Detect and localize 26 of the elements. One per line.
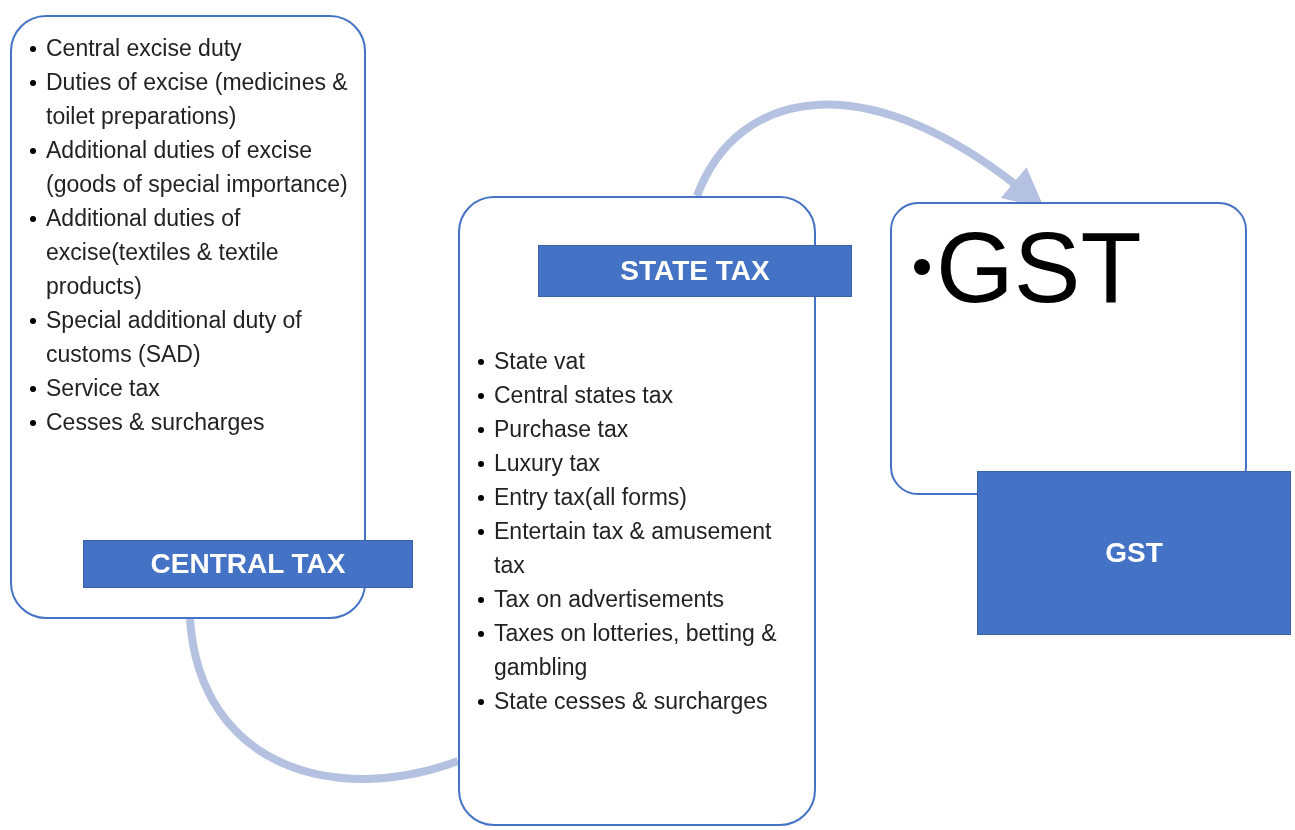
- list-item: Luxury tax: [494, 449, 601, 478]
- list-item: Central states tax: [494, 381, 673, 410]
- title-bar: [83, 540, 413, 588]
- list-item: Entry tax(all forms): [494, 483, 687, 512]
- list-item: State vat: [494, 347, 585, 376]
- list-item: Service tax: [46, 374, 160, 403]
- rounded-box: [458, 196, 816, 826]
- list-item: Special additional duty of customs (SAD): [46, 306, 303, 369]
- title-bar: [538, 245, 852, 297]
- list-item: Cesses & surcharges: [46, 408, 265, 437]
- list-item: State cesses & surcharges: [494, 687, 768, 716]
- rounded-box: [890, 202, 1247, 495]
- title-bar: [977, 471, 1291, 635]
- bar-label: STATE TAX: [620, 257, 770, 285]
- list-item: Purchase tax: [494, 415, 629, 444]
- bar-label: GST: [1105, 539, 1163, 567]
- list-item: Entertain tax & amusement tax: [494, 517, 773, 580]
- list-item: Additional duties of excise (goods of special importance): [46, 136, 349, 199]
- list-item: Duties of excise (medicines & toilet preparations): [46, 68, 349, 131]
- rounded-box: [10, 15, 366, 619]
- bar-label: CENTRAL TAX: [150, 550, 346, 578]
- list-item: GST: [936, 212, 1142, 322]
- list-item: Central excise duty: [46, 34, 242, 63]
- list-item: Tax on advertisements: [494, 585, 725, 614]
- list-item: Taxes on lotteries, betting & gambling: [494, 619, 778, 682]
- list-item: Additional duties of excise(textiles & textile products): [46, 204, 280, 301]
